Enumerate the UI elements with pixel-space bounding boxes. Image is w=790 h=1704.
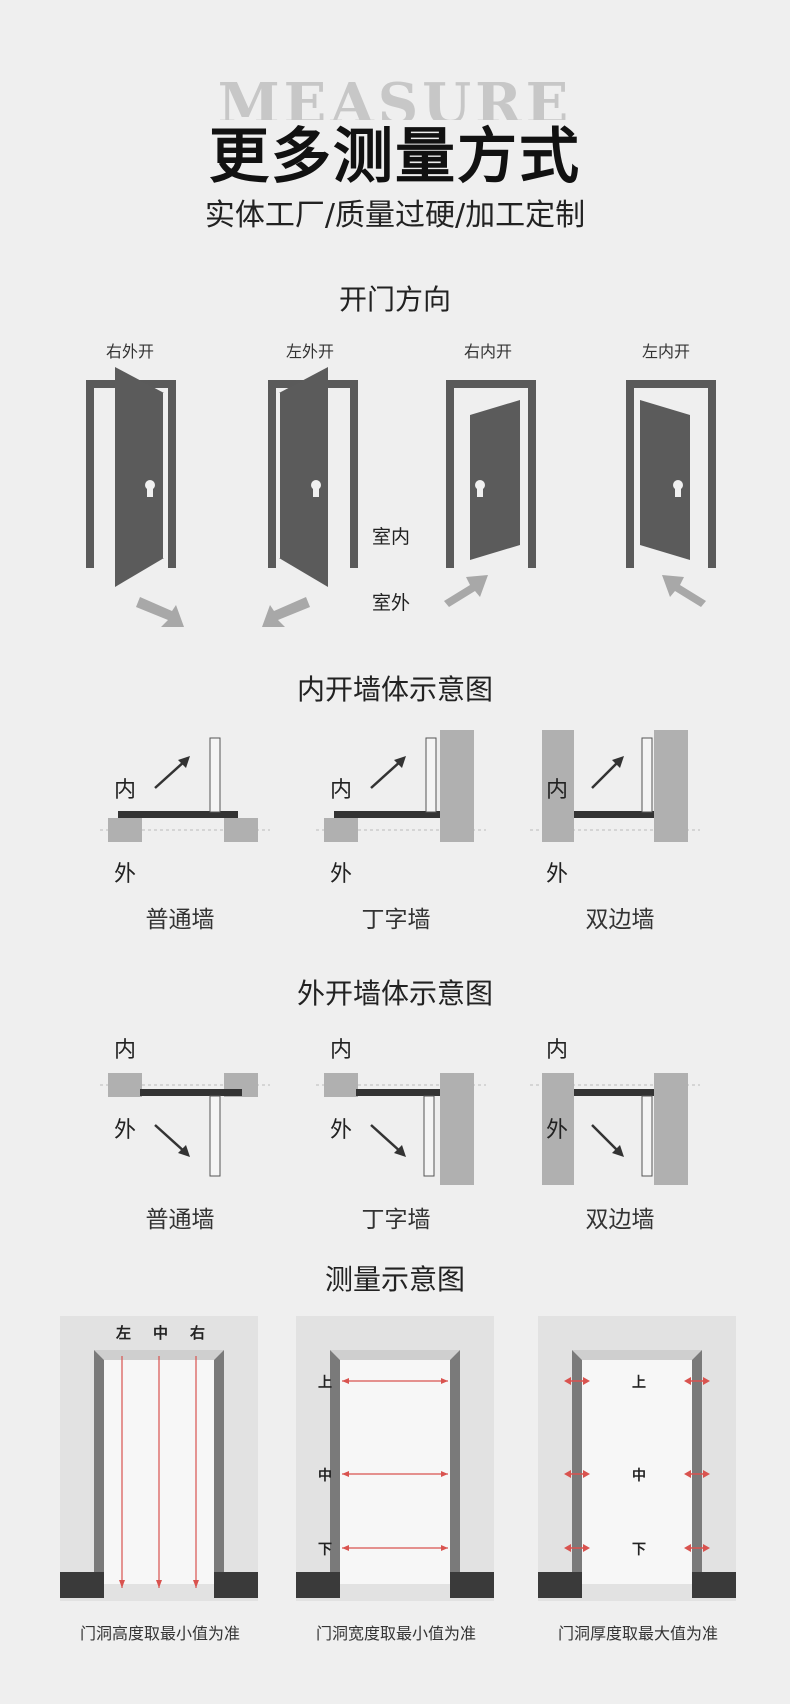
outward-wall-normal-diagram [100,1073,270,1177]
door-direction-title: 开门方向 [338,283,451,316]
outward-normal-out-label: 外 [114,1118,137,1143]
door-diagram-right-in [444,380,536,607]
width-caption: 门洞宽度取最小值为准 [315,1624,476,1643]
inward-normal-in-label: 内 [114,778,137,803]
outward-wall-normal-label: 普通墙 [145,1207,215,1233]
width-mark-middle: 中 [318,1468,332,1484]
door-diagram-left-in [626,380,716,607]
door-label-right-in: 右内开 [463,342,512,361]
thickness-caption: 门洞厚度取最大值为准 [557,1624,718,1643]
thickness-mark-bottom: 下 [632,1542,646,1558]
inward-t-in-label: 内 [330,778,353,803]
thickness-mark-top: 上 [632,1375,646,1391]
width-mark-bottom: 下 [318,1542,332,1558]
door-label-left-in: 左内开 [641,342,690,361]
page-subtitle: 实体工厂/质量过硬/加工定制 [204,198,586,233]
door-diagram-right-out [86,367,184,627]
inward-t-out-label: 外 [330,862,353,887]
outward-wall-double-label: 双边墙 [585,1207,655,1233]
outdoor-label: 室外 [372,592,411,614]
page-title: 更多测量方式 [209,122,581,192]
height-caption: 门洞高度取最小值为准 [79,1624,240,1643]
height-mark-left: 左 [116,1324,132,1342]
outward-walls-title: 外开墙体示意图 [296,977,493,1010]
inward-double-out-label: 外 [546,862,569,887]
outward-normal-in-label: 内 [114,1038,137,1063]
outward-double-out-label: 外 [546,1118,569,1143]
height-mark-middle: 中 [153,1324,169,1342]
measure-width-diagram [296,1316,494,1601]
outward-double-in-label: 内 [546,1038,569,1063]
background-watermark-word: MEASURE [217,72,573,120]
inward-wall-t-diagram [316,730,486,842]
thickness-mark-middle: 中 [632,1468,646,1484]
door-label-right-out: 右外开 [105,342,154,361]
inward-wall-double-diagram [530,730,700,842]
inward-wall-t-label: 丁字墙 [361,907,431,933]
door-label-left-out: 左外开 [285,342,334,361]
inward-walls-title: 内开墙体示意图 [296,673,493,706]
inward-normal-out-label: 外 [114,862,137,887]
outward-wall-t-label: 丁字墙 [361,1207,431,1233]
outward-t-out-label: 外 [330,1118,353,1143]
height-mark-right: 右 [190,1324,206,1342]
outward-wall-t-diagram [316,1073,486,1185]
inward-wall-normal-diagram [100,737,270,842]
outward-wall-double-diagram [530,1073,700,1185]
outward-t-in-label: 内 [330,1038,353,1063]
indoor-label: 室内 [372,526,411,548]
door-diagram-left-out [262,367,358,627]
inward-wall-double-label: 双边墙 [585,907,655,933]
width-mark-top: 上 [318,1375,332,1391]
measure-height-diagram [60,1316,258,1601]
measurement-title: 测量示意图 [324,1263,465,1296]
inward-double-in-label: 内 [546,778,569,803]
inward-wall-normal-label: 普通墙 [145,907,215,933]
measure-thickness-diagram [538,1316,736,1601]
